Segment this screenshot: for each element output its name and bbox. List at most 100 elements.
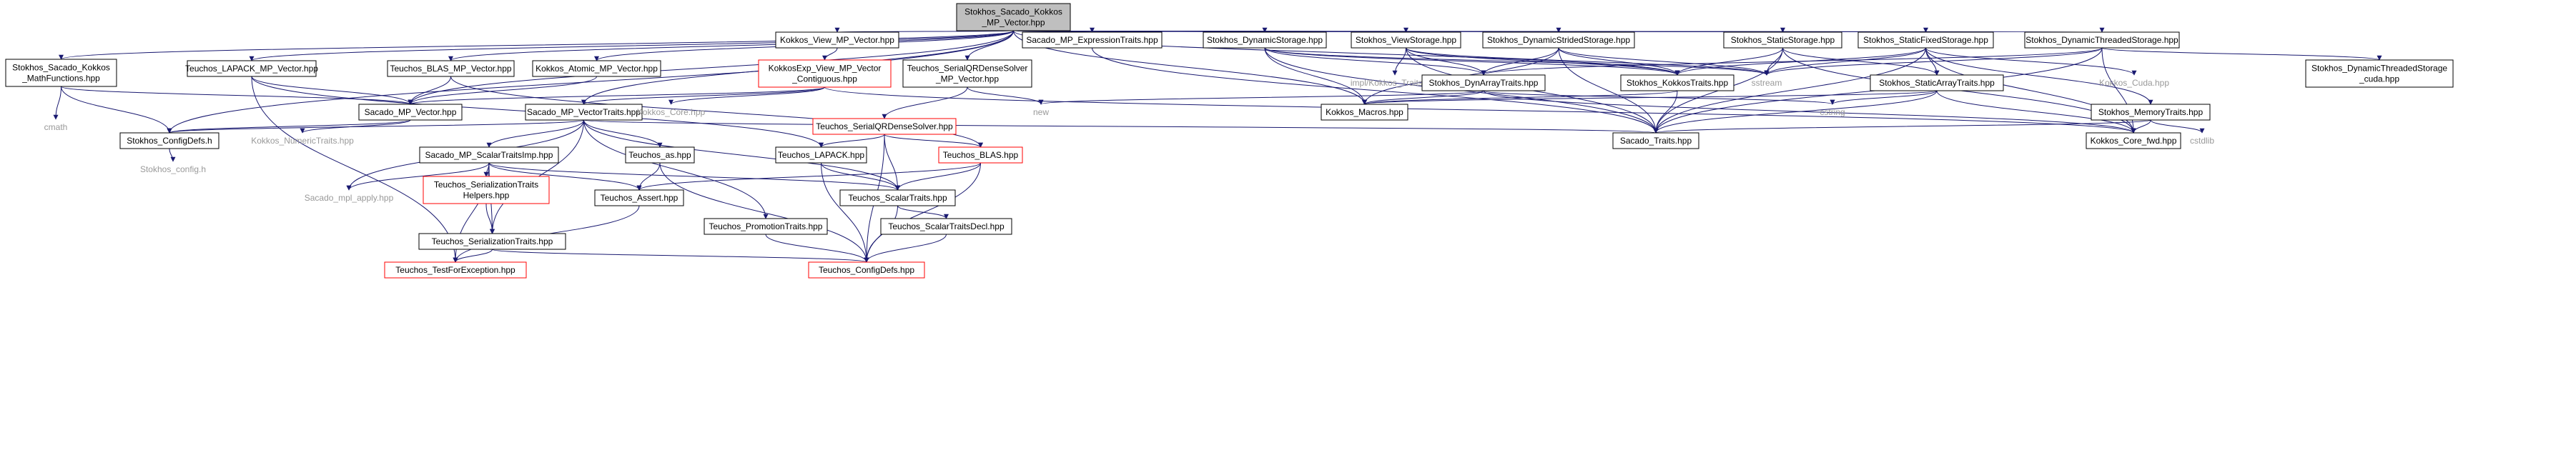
node-viewstorage[interactable]: Stokhos_ViewStorage.hpp <box>1351 31 1461 49</box>
node-box <box>1351 31 1461 49</box>
node-dynthreaded[interactable]: Stokhos_DynamicThreadedStorage.hpp <box>2024 31 2180 49</box>
node-mpvector[interactable]: Sacado_MP_Vector.hpp <box>358 104 463 121</box>
node-label-line: Sacado_MP_VectorTraits.hpp <box>527 107 641 117</box>
node-dynstrided[interactable]: Stokhos_DynamicStridedStorage.hpp <box>1482 31 1635 49</box>
node-mplapply: Sacado_mpl_apply.hpp <box>305 193 394 203</box>
node-atomicmp[interactable]: Kokkos_Atomic_MP_Vector.hpp <box>532 60 661 77</box>
node-mathfn[interactable]: Stokhos_Sacado_Kokkos_MathFunctions.hpp <box>5 59 117 87</box>
node-label-line: cmath <box>44 122 68 132</box>
node-dynstorage[interactable]: Stokhos_DynamicStorage.hpp <box>1203 31 1327 49</box>
edge-kokkostraits-to-sacadotraits <box>1653 90 1678 134</box>
node-sacadotraits[interactable]: Sacado_Traits.hpp <box>1612 132 1699 149</box>
node-serialqrmp[interactable]: Teuchos_SerialQRDenseSolver_MP_Vector.hp… <box>902 59 1032 88</box>
node-viewmp[interactable]: Kokkos_View_MP_Vector.hpp <box>775 31 899 49</box>
node-label-line: Kokkos_Core.hpp <box>637 107 706 117</box>
edge-mpvectortraits-to-promotiontraits <box>583 119 769 219</box>
edge-staticarraytraits-to-kokkoscorefwd <box>1936 90 2136 134</box>
node-label-line: _MP_Vector.hpp <box>981 18 1045 28</box>
edge-atomicmp-to-mpvector <box>408 76 597 105</box>
node-box <box>758 59 892 88</box>
node-mpvectortraits[interactable]: Sacado_MP_VectorTraits.hpp <box>525 104 643 121</box>
edge-promotiontraits-to-teuchosconfigdefs <box>765 234 869 263</box>
edge-staticstorage-to-kokkostraits <box>1674 47 1783 76</box>
edge-dynarraytraits-to-kokkosmacros <box>1362 90 1484 105</box>
node-exprtraits[interactable]: Sacado_MP_ExpressionTraits.hpp <box>1022 31 1163 49</box>
edge-dynstrided-to-sacadotraits <box>1558 47 1659 134</box>
node-box <box>384 261 527 279</box>
node-staticarraytraits[interactable]: Stokhos_StaticArrayTraits.hpp <box>1870 74 2004 91</box>
node-dynarraytraits[interactable]: Stokhos_DynArrayTraits.hpp <box>1421 74 1546 91</box>
node-label-line: Kokkos_Atomic_MP_Vector.hpp <box>536 64 658 74</box>
node-serialqr[interactable]: Teuchos_SerialQRDenseSolver.hpp <box>812 118 957 135</box>
node-label-line: KokkosExp_View_MP_Vector <box>769 64 882 74</box>
node-kokkosmacros[interactable]: Kokkos_Macros.hpp <box>1321 104 1408 121</box>
edge-serialtraits-to-testforexception <box>453 249 493 263</box>
node-label-line: Stokhos_MemoryTraits.hpp <box>2098 107 2204 117</box>
edge-staticarraytraits-to-sacadotraits <box>1653 90 1938 134</box>
edge-serialqrmp-to-serialqr <box>882 86 968 119</box>
node-box <box>775 31 899 49</box>
node-box <box>594 189 684 206</box>
node-serialtraits[interactable]: Teuchos_SerializationTraits.hpp <box>418 233 566 250</box>
node-label-line: new <box>1033 107 1049 117</box>
node-box <box>532 60 661 77</box>
node-lapackmp[interactable]: Teuchos_LAPACK_MP_Vector.hpp <box>185 60 318 77</box>
edge-serialqrmp-to-new <box>967 86 1044 105</box>
node-box <box>1321 104 1408 121</box>
node-box <box>938 146 1023 164</box>
node-staticfixed[interactable]: Stokhos_StaticFixedStorage.hpp <box>1857 31 1994 49</box>
node-box <box>1022 31 1163 49</box>
edge-scalartraits-to-scalartraitsdecl <box>897 205 949 219</box>
node-label-line: Teuchos_ScalarTraitsDecl.hpp <box>888 221 1005 231</box>
node-kokkoscorefwd[interactable]: Kokkos_Core_fwd.hpp <box>2086 132 2181 149</box>
node-label-line: Stokhos_DynamicThreadedStorage.hpp <box>2025 35 2178 45</box>
node-box <box>1723 31 1842 49</box>
node-label-line: Teuchos_PromotionTraits.hpp <box>709 221 823 231</box>
edge-scalartraitsimp-to-scalartraits <box>488 162 900 191</box>
node-label-line: Stokhos_StaticFixedStorage.hpp <box>1863 35 1988 45</box>
node-viewcontig[interactable]: KokkosExp_View_MP_Vector_Contiguous.hpp <box>758 59 892 88</box>
node-label-line: Stokhos_DynArrayTraits.hpp <box>1429 78 1539 88</box>
edge-mathfn-to-mpvector <box>61 86 413 105</box>
node-scalartraitsimp[interactable]: Sacado_MP_ScalarTraitsImp.hpp <box>419 146 559 164</box>
node-label-line: Stokhos_StaticStorage.hpp <box>1731 35 1835 45</box>
node-teuchoslapack[interactable]: Teuchos_LAPACK.hpp <box>775 146 867 164</box>
edge-viewstorage-to-sstream <box>1406 47 1770 76</box>
node-box <box>808 261 925 279</box>
edge-root-to-lapackmp <box>249 30 1014 61</box>
node-box <box>880 218 1012 235</box>
node-box <box>5 59 117 87</box>
node-root[interactable]: Stokhos_Sacado_Kokkos_MP_Vector.hpp <box>956 3 1071 31</box>
node-testforexception[interactable]: Teuchos_TestForException.hpp <box>384 261 527 279</box>
node-label-line: _Contiguous.hpp <box>791 74 857 84</box>
node-box <box>812 118 957 135</box>
node-memorytraits[interactable]: Stokhos_MemoryTraits.hpp <box>2091 104 2211 121</box>
node-promotiontraits[interactable]: Teuchos_PromotionTraits.hpp <box>704 218 828 235</box>
node-configdefs[interactable]: Stokhos_ConfigDefs.h <box>119 132 219 149</box>
node-label-line: Teuchos_ConfigDefs.hpp <box>819 265 914 275</box>
node-scalartraitsdecl[interactable]: Teuchos_ScalarTraitsDecl.hpp <box>880 218 1012 235</box>
edge-dynstrided-to-sstream <box>1558 47 1770 76</box>
node-label-line: Teuchos_TestForException.hpp <box>395 265 515 275</box>
node-teuchosassert[interactable]: Teuchos_Assert.hpp <box>594 189 684 206</box>
node-teuchosconfigdefs[interactable]: Teuchos_ConfigDefs.hpp <box>808 261 925 279</box>
node-label-line: Sacado_MP_Vector.hpp <box>365 107 457 117</box>
node-teuchosblas[interactable]: Teuchos_BLAS.hpp <box>938 146 1023 164</box>
edge-serialqr-to-teuchoslapack <box>819 134 885 148</box>
edge-mpvectortraits-to-sacadotraits <box>583 119 1658 134</box>
node-box <box>187 60 317 77</box>
node-kokkostraits[interactable]: Stokhos_KokkosTraits.hpp <box>1620 74 1734 91</box>
node-staticstorage[interactable]: Stokhos_StaticStorage.hpp <box>1723 31 1842 49</box>
node-box <box>1870 74 2004 91</box>
edge-mpvectortraits-to-scalartraitsimp <box>486 119 584 148</box>
node-scalartraits[interactable]: Teuchos_ScalarTraits.hpp <box>839 189 956 206</box>
node-dynthreadedcuda[interactable]: Stokhos_DynamicThreadedStorage_cuda.hpp <box>2305 59 2454 88</box>
node-new: new <box>1033 107 1049 117</box>
node-blasmp[interactable]: Teuchos_BLAS_MP_Vector.hpp <box>387 60 515 77</box>
node-label-line: impl/Kokkos_Traits.hpp <box>1351 78 1440 88</box>
edge-root-to-mathfn <box>59 30 1014 60</box>
node-label-line: Stokhos_DynamicThreadedStorage <box>2311 64 2447 74</box>
node-label-line: Kokkos_View_MP_Vector.hpp <box>780 35 894 45</box>
node-teuchosas[interactable]: Teuchos_as.hpp <box>625 146 695 164</box>
